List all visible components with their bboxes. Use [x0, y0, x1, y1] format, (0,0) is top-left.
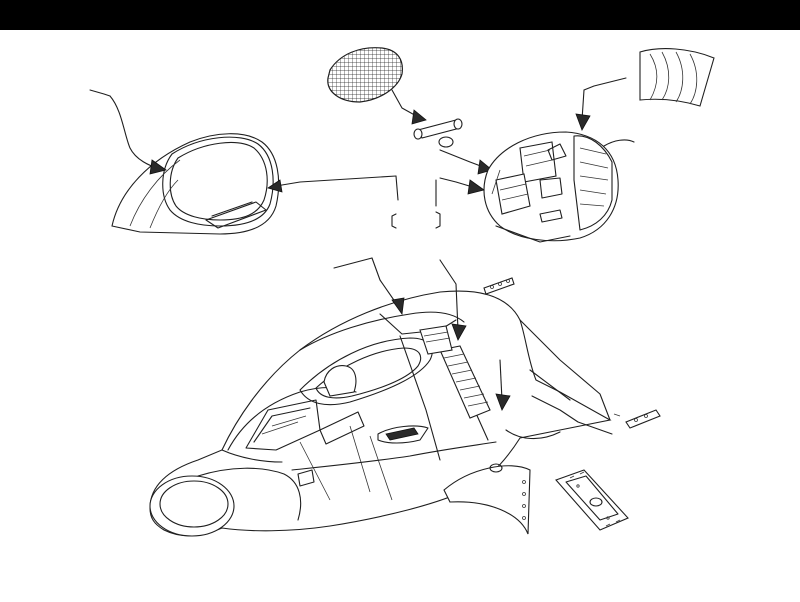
diagram-sheet: [0, 30, 800, 602]
canopy-leader-lines: [89, 89, 441, 229]
fuselage-nose-icon: [149, 290, 612, 537]
curved-panel-icon: [575, 48, 715, 131]
hatch-plate-icon: [555, 469, 629, 531]
fairing-panel-icon: [443, 463, 531, 535]
mesh-screen-icon: [327, 47, 427, 125]
canopy-icon: [111, 133, 280, 235]
tub-leader-line: [439, 177, 485, 195]
rod-icon: [413, 118, 493, 175]
small-rods-icon: [483, 277, 661, 429]
fuselage-leader-lines: [333, 257, 613, 435]
exploded-assembly-drawing: [89, 47, 715, 537]
cockpit-tub-icon: [483, 131, 635, 243]
